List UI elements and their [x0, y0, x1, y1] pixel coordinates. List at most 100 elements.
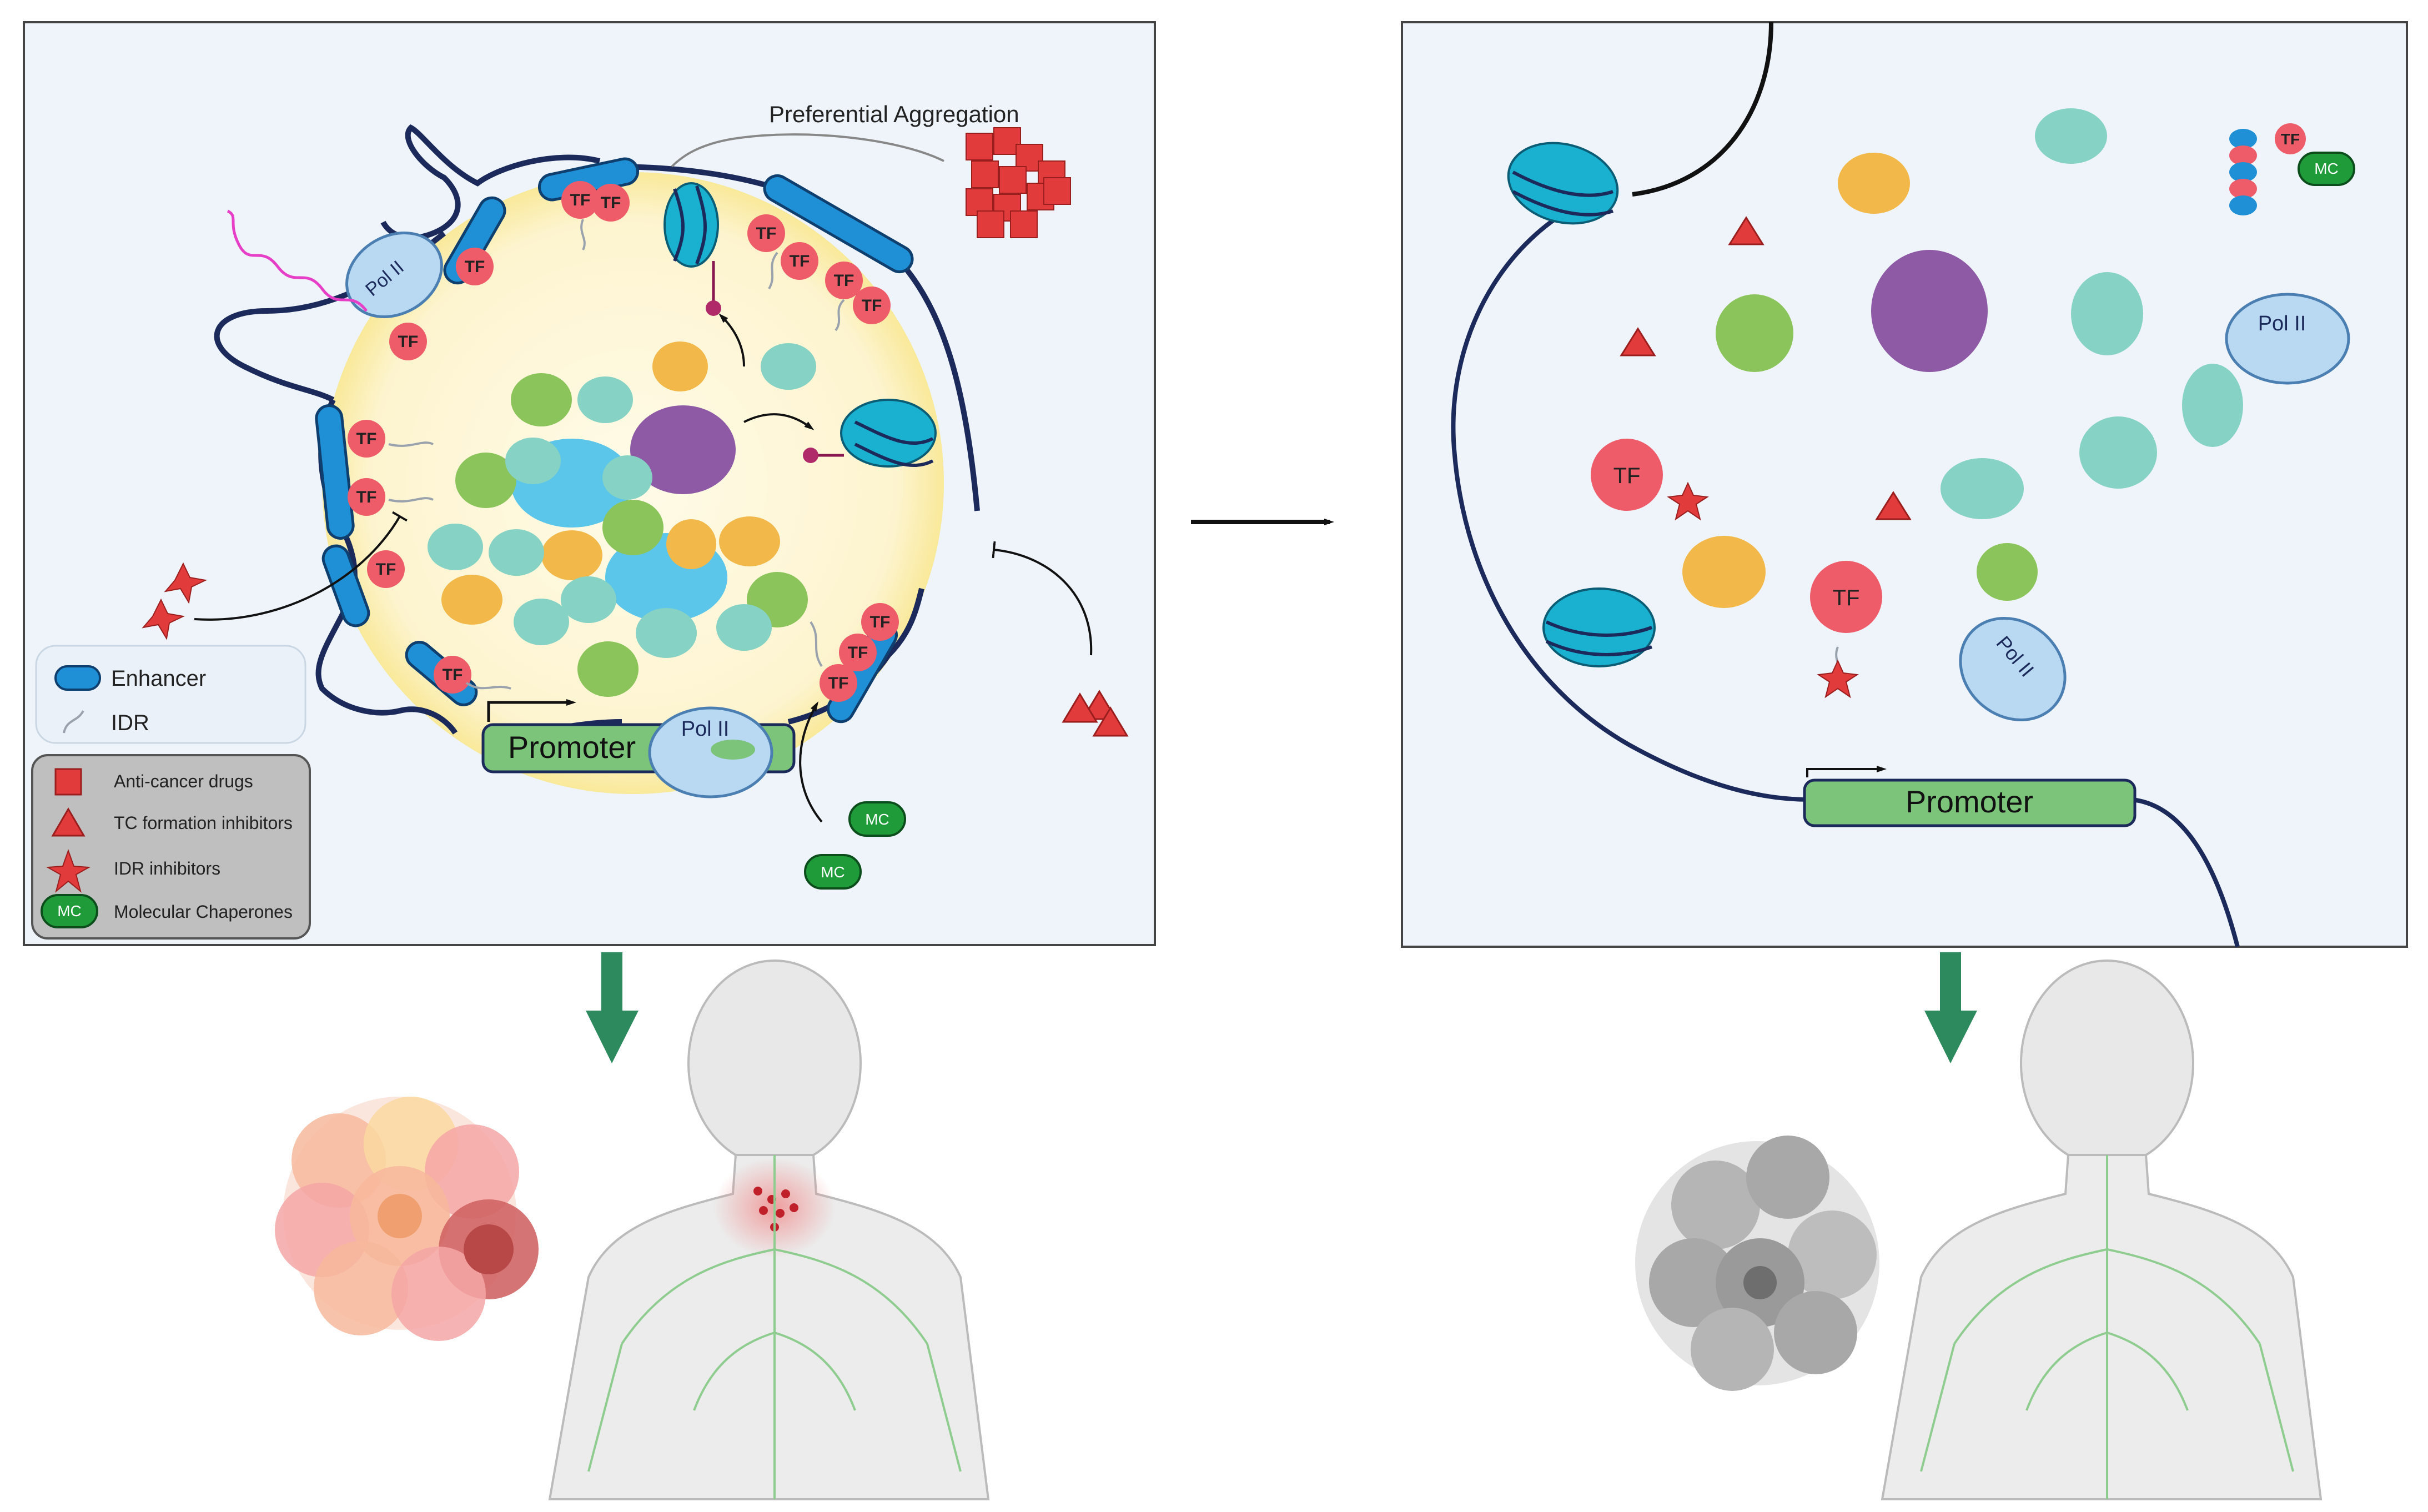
svg-text:MC: MC [865, 811, 889, 828]
tf-protein: TF [781, 242, 818, 280]
idr-swatch [63, 710, 84, 734]
tss-arrow-left [487, 699, 576, 722]
coactivator-protein [630, 405, 736, 494]
svg-text:Anti-cancer drugs: Anti-cancer drugs [114, 771, 253, 791]
enhancer [763, 174, 914, 273]
svg-text:IDR inhibitors: IDR inhibitors [114, 858, 220, 878]
legend-idr-label: IDR [111, 711, 149, 735]
svg-text:Molecular Chaperones: Molecular Chaperones [114, 902, 293, 922]
right-panel: TF MC TF TF Pol II Pol II [1401, 21, 2408, 948]
square-icon [54, 768, 82, 796]
tf-protein: TF [820, 664, 857, 702]
molecular-chaperone: MC [804, 854, 862, 890]
svg-text:MC: MC [57, 902, 82, 920]
tf-cluster: TF TF TF TF TF TF TF TF TF TF TF TF TF T… [348, 181, 899, 702]
tf-protein: TF [434, 656, 471, 694]
modification-arrow [718, 313, 745, 367]
svg-text:TF: TF [356, 488, 377, 506]
star-icon [46, 849, 91, 893]
svg-text:TF: TF [443, 666, 463, 684]
tf-stack-with-chaperone: TF MC [2229, 123, 2355, 215]
enhancer-swatch [54, 665, 101, 691]
human-silhouette-left [548, 960, 990, 1500]
outcome-right [1635, 952, 2323, 1500]
nucleosome [663, 182, 721, 316]
tc-inhibitor-triangles [1062, 690, 1129, 737]
tc-inhibitor-triangles-right [1620, 216, 1912, 520]
svg-text:TF: TF [870, 613, 891, 631]
molecular-chaperone: MC [848, 801, 906, 837]
modification-arrow [743, 413, 815, 430]
svg-text:TF: TF [465, 258, 485, 276]
anti-cancer-drug-cluster [966, 127, 1071, 238]
legend-top: Enhancer IDR [35, 645, 306, 744]
legend-bottom: Anti-cancer drugs TC formation inhibitor… [31, 754, 311, 940]
svg-text:TF: TF [828, 674, 849, 692]
tf-protein: TF [592, 184, 630, 222]
svg-text:TF: TF [376, 560, 396, 579]
svg-text:TF: TF [356, 430, 377, 448]
svg-text:TF: TF [1613, 464, 1641, 488]
dna-strand-right [1451, 195, 2240, 948]
triangle-icon [51, 807, 86, 837]
tf-bound-inhibitor: TF [1591, 439, 1709, 521]
tf-protein: TF [348, 420, 385, 458]
svg-text:TF: TF [834, 272, 854, 290]
human-silhouette-right [1881, 960, 2323, 1500]
enhancer [321, 544, 370, 627]
aggregation-label: Preferential Aggregation [769, 101, 1019, 127]
promoter-label-right: Promoter [1906, 784, 2033, 819]
tf-protein: TF [839, 634, 877, 671]
svg-text:TF: TF [570, 191, 591, 209]
svg-text:MC: MC [821, 863, 845, 881]
svg-text:TF: TF [601, 194, 621, 212]
promoter-box-right [1803, 778, 2137, 827]
tss-arrow-right [1806, 766, 1887, 777]
tc-inhibition-arrow [992, 541, 1093, 656]
tf-protein: TF [389, 323, 427, 360]
enhancer [315, 404, 355, 540]
idr-inhibitor-stars [142, 562, 208, 640]
svg-text:TC formation inhibitors: TC formation inhibitors [114, 813, 293, 833]
nucleosome [803, 399, 937, 468]
dispersed-proteins [1682, 108, 2243, 608]
pol2-complex-right: Pol II [1959, 617, 2067, 721]
idr-tails [388, 219, 845, 690]
tf-protein: TF [348, 478, 385, 516]
svg-text:TF: TF [862, 297, 882, 315]
nucleosome [1542, 587, 1656, 667]
dead-cell-cluster [1635, 1136, 1879, 1391]
idr-inhibition-arrow [194, 511, 408, 621]
pol2-complex-top: Pol II [345, 232, 443, 318]
tf-protein: TF [561, 181, 599, 219]
lymphatic-network [587, 1155, 962, 1499]
chaperone-arrow [799, 701, 823, 823]
lymphatic-network [1920, 1155, 2294, 1499]
lymph-nodes-affected [753, 1187, 798, 1232]
left-panel: TF TF TF TF TF TF TF TF TF TF TF TF TF T… [23, 21, 1156, 946]
svg-text:TF: TF [848, 644, 868, 662]
mrna-transcript [227, 209, 368, 312]
chaperone-icon: MC [41, 894, 98, 928]
condensate-proteins [428, 341, 816, 697]
down-arrow-right [1940, 952, 1961, 1019]
svg-text:Pol II: Pol II [681, 717, 730, 741]
tf-protein: TF [747, 214, 785, 252]
tf-protein: TF [367, 550, 405, 588]
svg-text:TF: TF [398, 333, 419, 351]
tumor-cell-cluster [275, 1097, 539, 1341]
promoter-label-left: Promoter [508, 730, 636, 765]
down-arrow-left [601, 952, 622, 1019]
svg-text:TF: TF [1833, 586, 1860, 610]
tf-bound-inhibitor: TF [1810, 561, 1882, 699]
tf-protein: TF [853, 287, 891, 324]
tf-protein: TF [861, 603, 899, 641]
down-arrow-right-head [1924, 1011, 1977, 1063]
aggregation-pointer [671, 133, 944, 168]
dna-strand-right-top [1632, 22, 1773, 197]
svg-text:TF: TF [756, 224, 777, 243]
outcome-left [275, 952, 990, 1500]
svg-text:TF: TF [2281, 130, 2300, 148]
nucleosome [1507, 142, 1619, 225]
